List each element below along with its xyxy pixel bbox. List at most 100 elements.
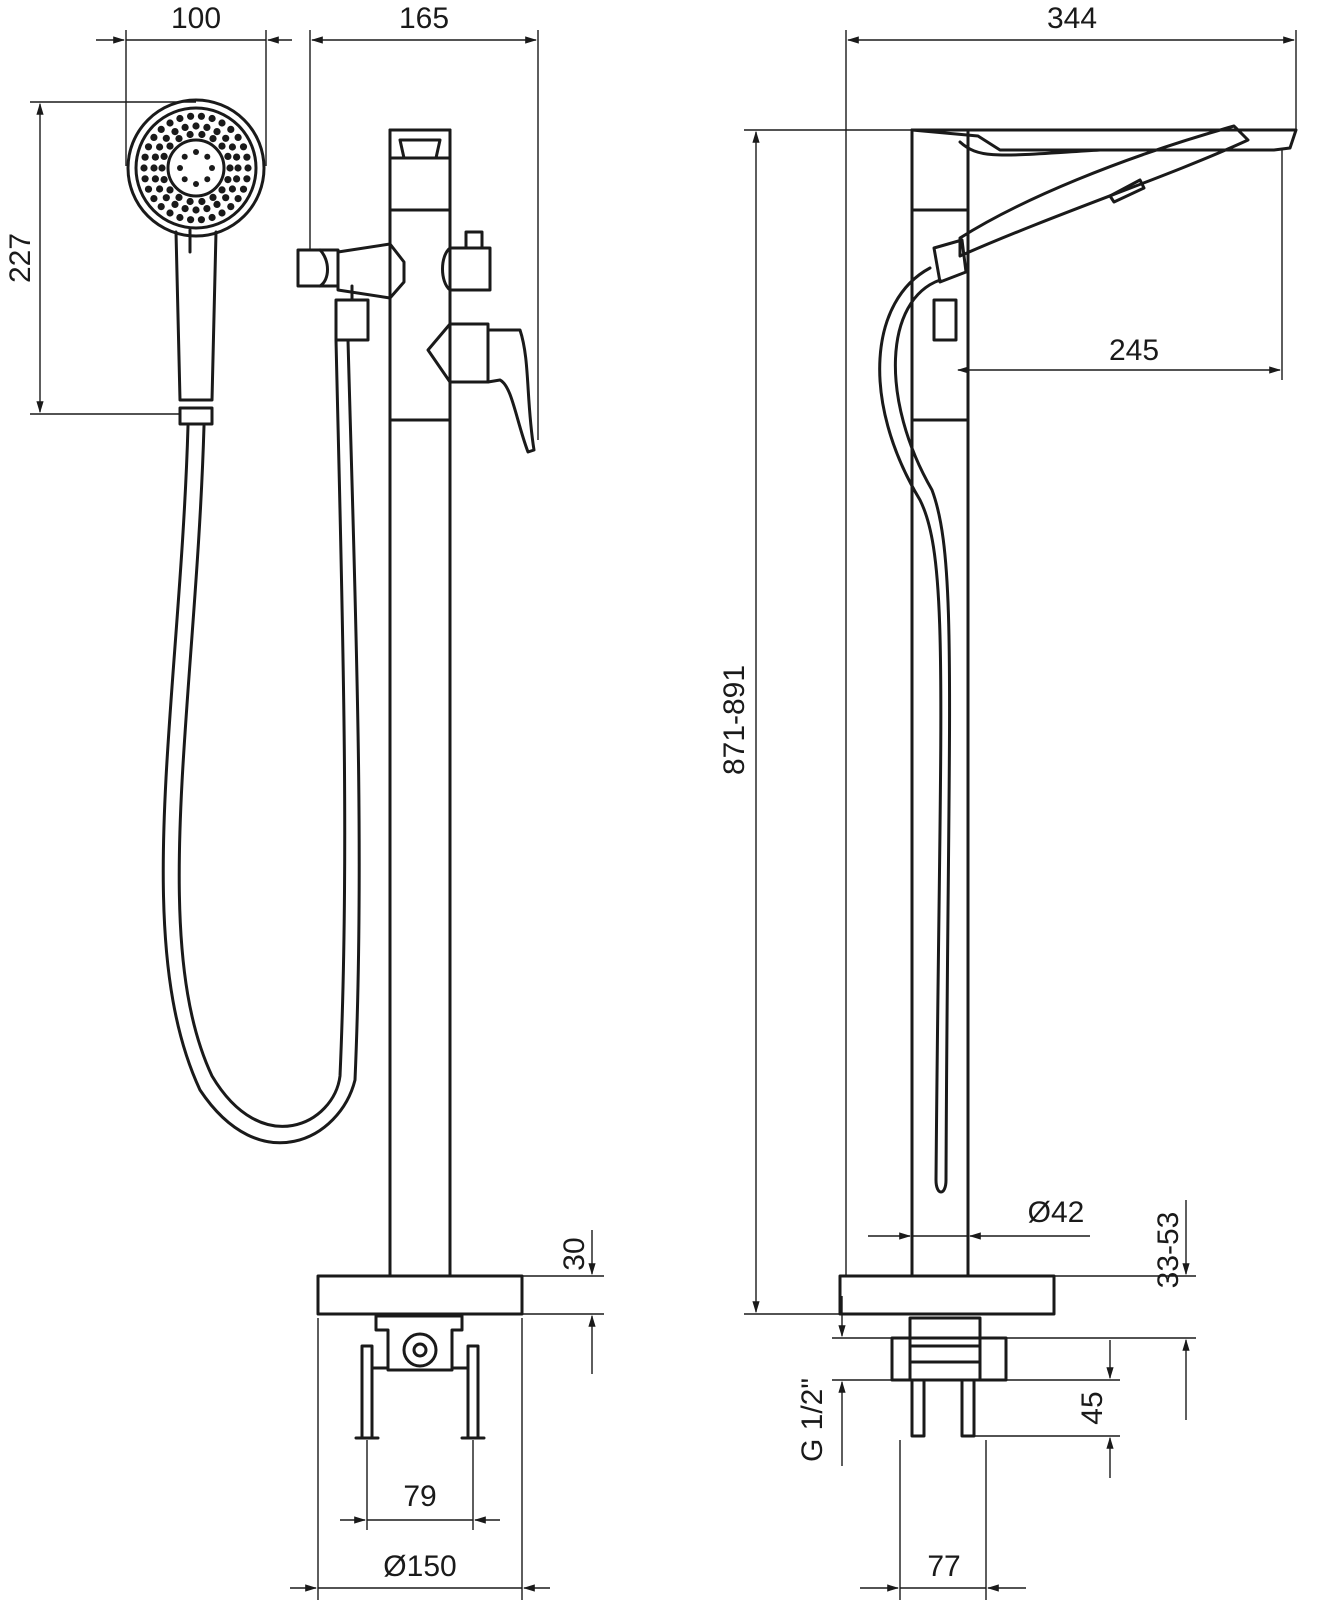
diverter-knob (441, 230, 492, 292)
nozzle-dot (233, 153, 241, 161)
nozzle-dot (150, 164, 158, 172)
dim-shower-head-height: 227 (4, 233, 37, 283)
nozzle-dot (160, 176, 168, 184)
nozzle-dot (156, 185, 164, 193)
nozzle-dot (157, 125, 165, 133)
nozzle-dot (187, 216, 195, 224)
nozzle-dot (197, 112, 205, 120)
nozzle-dot (218, 186, 226, 194)
dim-holder-reach: 165 (399, 2, 449, 35)
nozzle-dot (239, 185, 248, 193)
shower-holder (296, 242, 406, 300)
nozzle-dot (156, 143, 164, 151)
nozzle-dot (244, 164, 252, 172)
faucet-column (388, 128, 452, 1278)
side-mounting-bracket (890, 1316, 1008, 1438)
dim-mount-width: 77 (927, 1550, 960, 1583)
nozzle-dot (140, 164, 148, 172)
dim-pipe-diameter: Ø42 (1028, 1196, 1085, 1229)
nozzle-dot (209, 193, 217, 201)
nozzle-dot (209, 165, 215, 171)
dimension-labels: 100 165 344 227 871-891 245 Ø42 30 33-53… (4, 2, 1185, 1583)
dim-mount-spacing: 79 (403, 1480, 436, 1513)
nozzle-dot (226, 164, 234, 172)
nozzle-dot (144, 185, 153, 193)
side-base-plate (838, 1274, 1056, 1316)
front-base-plate (316, 1274, 524, 1316)
nozzle-dot (208, 114, 216, 123)
nozzle-dot (181, 176, 188, 183)
nozzle-dot (181, 123, 189, 131)
nozzle-dot (186, 197, 194, 206)
nozzle-dot (192, 122, 200, 130)
nozzle-dot (218, 142, 226, 150)
nozzle-dot (193, 181, 199, 187)
nozzle-dot (166, 186, 174, 194)
side-view (838, 124, 1298, 1438)
nozzle-dot (144, 143, 153, 151)
nozzle-dot (203, 205, 211, 213)
nozzle-dot (162, 134, 170, 142)
nozzle-dot (239, 143, 248, 151)
dim-spout-reach: 245 (1109, 334, 1159, 367)
nozzle-dot (218, 209, 226, 217)
nozzle-dot (151, 153, 159, 161)
side-hose (878, 266, 952, 1194)
nozzle-dot (204, 153, 211, 160)
nozzle-dot (234, 133, 242, 141)
front-mounting-bracket (354, 1314, 486, 1440)
dim-connection-thread: G 1/2" (796, 1378, 829, 1462)
dim-base-height: 30 (558, 1237, 591, 1270)
nozzle-dot (233, 175, 241, 183)
nozzle-dot (150, 195, 158, 203)
shower-hose-inner (177, 338, 347, 1128)
nozzle-dot (177, 165, 183, 171)
nozzle-dot (176, 114, 184, 123)
shower-head (126, 98, 266, 426)
nozzle-dot (209, 135, 217, 143)
nozzle-dot (228, 143, 236, 151)
nozzle-dot (175, 193, 183, 201)
nozzle-dot (197, 216, 205, 224)
mixer-lever (426, 322, 536, 454)
nozzle-dot (158, 164, 166, 172)
nozzle-dot (181, 153, 188, 160)
nozzle-dot (234, 195, 242, 203)
nozzle-dot (187, 112, 195, 120)
dim-floor-adjust: 33-53 (1152, 1212, 1185, 1289)
shower-hose (161, 338, 361, 1145)
nozzle-dot (203, 123, 211, 131)
nozzle-dot (243, 175, 251, 183)
nozzle-dot (222, 194, 230, 202)
nozzle-dot (208, 213, 216, 222)
nozzle-dot (166, 142, 174, 150)
nozzle-dot (141, 175, 149, 183)
nozzle-dot (204, 176, 211, 183)
nozzle-dot (181, 205, 189, 213)
nozzle-dot (160, 152, 168, 160)
front-view (126, 98, 536, 1440)
nozzle-dot (192, 206, 200, 214)
nozzle-dot (176, 213, 184, 222)
nozzle-pattern (140, 112, 252, 224)
nozzle-dot (166, 209, 174, 217)
nozzle-dot (150, 133, 158, 141)
nozzle-dot (228, 185, 236, 193)
dim-overall-length: 344 (1047, 2, 1097, 35)
nozzle-dot (213, 128, 221, 136)
nozzle-dot (213, 200, 221, 208)
nozzle-dot (151, 175, 159, 183)
nozzle-dot (141, 153, 149, 161)
nozzle-dot (227, 203, 235, 211)
dim-overall-height: 871-891 (718, 665, 751, 775)
dim-shower-head-width: 100 (171, 2, 221, 35)
side-shower-head (932, 124, 1250, 284)
nozzle-dot (224, 176, 232, 184)
nozzle-dot (186, 130, 194, 139)
nozzle-dot (175, 135, 183, 143)
nozzle-dot (198, 130, 206, 139)
nozzle-dot (224, 152, 232, 160)
dim-base-diameter: Ø150 (383, 1550, 456, 1583)
hose-connector (334, 298, 370, 342)
